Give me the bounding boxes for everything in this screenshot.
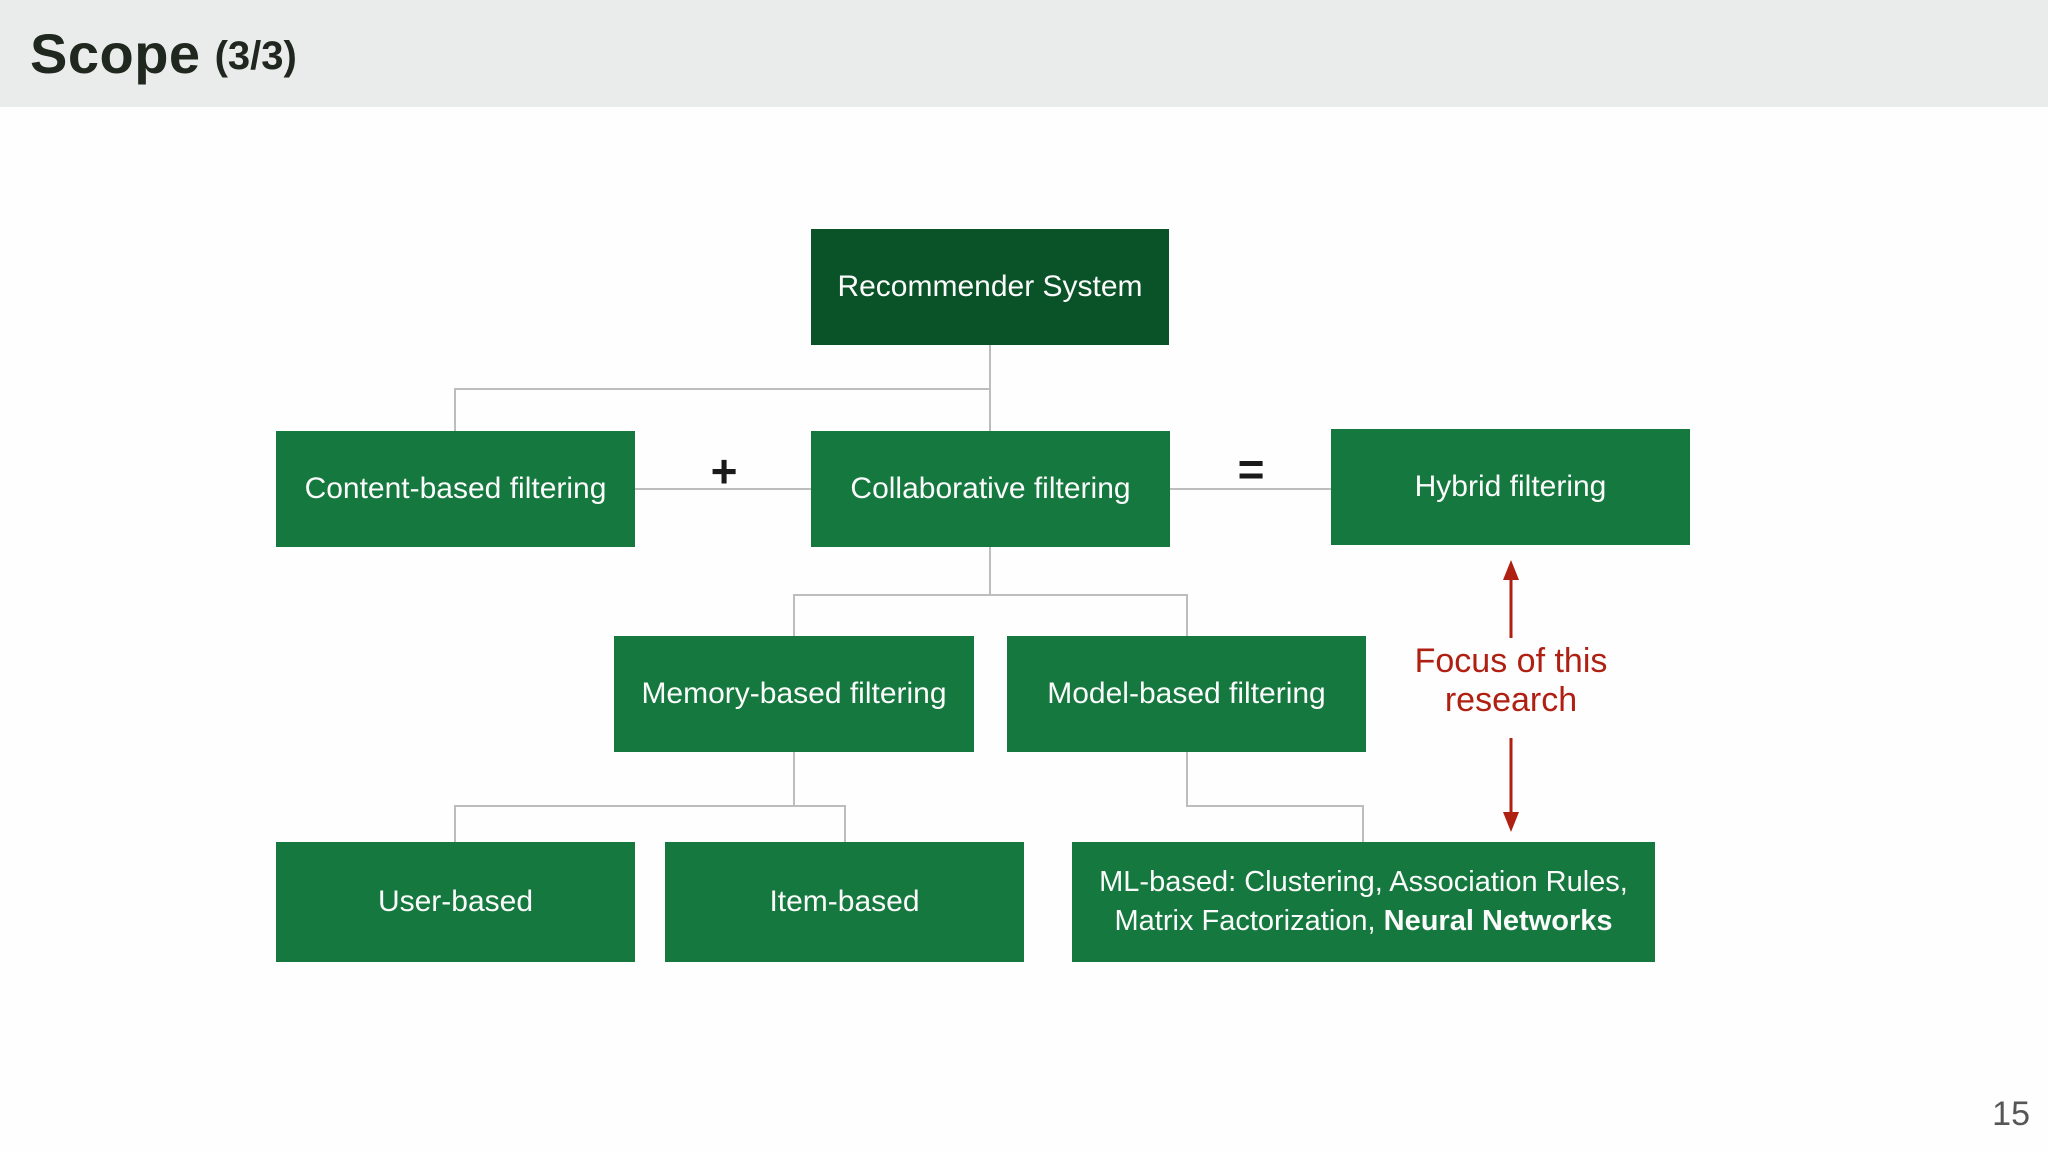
focus-annotation-line2: research <box>1444 681 1578 720</box>
node-collaborative-filtering: Collaborative filtering <box>811 431 1170 547</box>
connector-line <box>1170 488 1331 490</box>
node-content-based-filtering: Content-based filtering <box>276 431 635 547</box>
node-label: Memory-based filtering <box>641 676 947 710</box>
connector-line <box>1186 752 1188 805</box>
node-label: User-based <box>377 884 534 918</box>
ml-label-bold: Neural Networks <box>1383 905 1613 937</box>
slide-header <box>0 0 2048 107</box>
plus-operator: + <box>710 445 738 497</box>
connector-line <box>1362 805 1364 842</box>
node-label: Model-based filtering <box>1047 676 1326 710</box>
equals-operator: = <box>1237 443 1265 495</box>
node-label: Recommender System <box>837 269 1143 303</box>
connector-line <box>454 805 845 807</box>
connector-line <box>793 752 795 805</box>
connector-line <box>635 488 811 490</box>
node-user-based: User-based <box>276 842 635 962</box>
connector-line <box>1186 805 1363 807</box>
node-label: ML-based: Clustering, Association Rules,… <box>1090 863 1637 941</box>
page-title-main: Scope <box>30 22 201 85</box>
node-recommender-system: Recommender System <box>811 229 1169 345</box>
connector-line <box>454 805 456 842</box>
page-title-suffix: (3/3) <box>214 34 297 78</box>
node-label: Item-based <box>769 884 920 918</box>
connector-line <box>793 594 795 636</box>
node-model-based-filtering: Model-based filtering <box>1007 636 1366 752</box>
node-item-based: Item-based <box>665 842 1024 962</box>
connector-line <box>455 388 991 390</box>
connector-line <box>454 388 456 431</box>
connector-line <box>989 345 991 388</box>
focus-annotation: Focus of this research <box>1391 642 1631 721</box>
focus-annotation-line1: Focus of this <box>1414 642 1608 680</box>
node-memory-based-filtering: Memory-based filtering <box>614 636 974 752</box>
connector-line <box>1186 594 1188 636</box>
ml-label-regular: ML-based: Clustering, Association Rules,… <box>1099 865 1628 937</box>
node-ml-based: ML-based: Clustering, Association Rules,… <box>1072 842 1655 962</box>
node-label: Collaborative filtering <box>850 471 1131 505</box>
connector-line <box>989 388 991 431</box>
node-hybrid-filtering: Hybrid filtering <box>1331 429 1690 545</box>
focus-arrow-up-icon <box>1503 560 1519 638</box>
connector-line <box>844 805 846 842</box>
node-label: Hybrid filtering <box>1414 469 1607 503</box>
page-title: Scope (3/3) <box>30 0 297 107</box>
focus-arrow-down-icon <box>1503 738 1519 832</box>
node-label: Content-based filtering <box>304 471 607 505</box>
connector-line <box>793 594 1188 596</box>
page-number: 15 <box>1992 1095 2030 1133</box>
connector-line <box>989 547 991 594</box>
